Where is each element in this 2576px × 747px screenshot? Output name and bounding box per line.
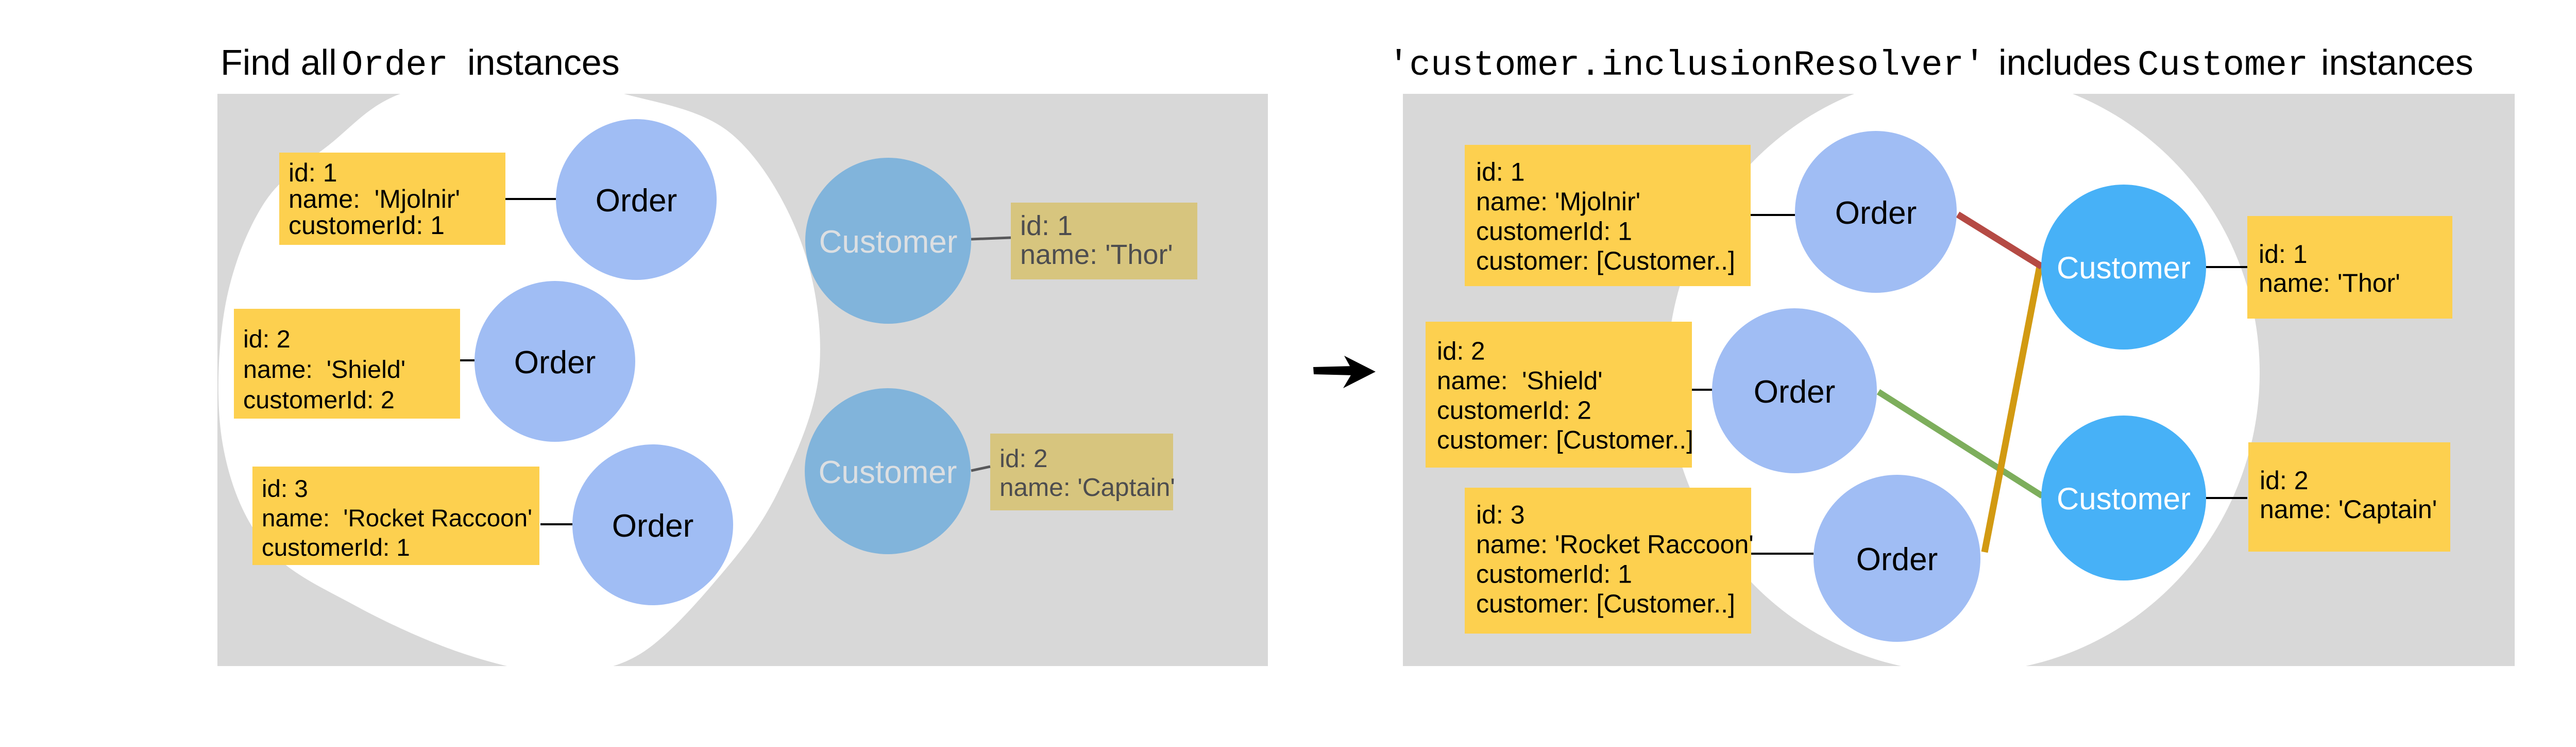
svg-text:name: 'Shield': name: 'Shield' <box>1437 367 1603 395</box>
svg-text:customerId: 1: customerId: 1 <box>1476 560 1632 589</box>
svg-text:Customer: Customer <box>2138 45 2308 86</box>
svg-text:Order: Order <box>514 345 596 380</box>
svg-text:Customer: Customer <box>819 224 958 260</box>
svg-text:customerId: 1: customerId: 1 <box>289 211 445 240</box>
svg-text:Order: Order <box>1835 195 1917 231</box>
svg-text:customer: [Customer..]: customer: [Customer..] <box>1476 589 1735 618</box>
svg-text:instances: instances <box>467 42 620 82</box>
svg-text:instances: instances <box>2321 42 2473 82</box>
svg-text:Customer: Customer <box>2057 251 2191 285</box>
svg-text:name: 'Captain': name: 'Captain' <box>2260 495 2437 524</box>
svg-text:id: 1: id: 1 <box>2259 240 2308 269</box>
svg-text:id: 2: id: 2 <box>999 444 1048 473</box>
svg-text:Order: Order <box>612 508 693 544</box>
svg-text:customerId: 1: customerId: 1 <box>1476 217 1632 246</box>
svg-text:name: 'Rocket Raccoon': name: 'Rocket Raccoon' <box>262 505 532 532</box>
svg-text:id: 3: id: 3 <box>1476 501 1525 529</box>
svg-text:customerId: 1: customerId: 1 <box>262 534 410 561</box>
svg-text:name: 'Thor': name: 'Thor' <box>2259 269 2400 297</box>
svg-text:id: 1: id: 1 <box>289 158 337 187</box>
svg-text:name: 'Mjolnir': name: 'Mjolnir' <box>1476 187 1640 216</box>
svg-text:Find all: Find all <box>221 42 337 82</box>
svg-text:customerId: 2: customerId: 2 <box>1437 396 1591 425</box>
svg-text:id: 2: id: 2 <box>2260 466 2309 495</box>
svg-text:Order: Order <box>1754 374 1835 410</box>
svg-text:Customer: Customer <box>2057 482 2191 516</box>
svg-text:id: 3: id: 3 <box>262 475 308 503</box>
svg-text:id: 1: id: 1 <box>1020 210 1073 241</box>
svg-text:customer: [Customer..]: customer: [Customer..] <box>1437 426 1693 454</box>
svg-text:customerId: 2: customerId: 2 <box>243 386 395 414</box>
svg-text:includes: includes <box>1998 42 2131 82</box>
svg-text:name: 'Shield': name: 'Shield' <box>243 356 405 384</box>
svg-text:id: 2: id: 2 <box>1437 337 1485 366</box>
svg-text:name: 'Rocket Raccoon': name: 'Rocket Raccoon' <box>1476 530 1754 559</box>
svg-text:id: 1: id: 1 <box>1476 158 1525 187</box>
svg-text:name: 'Mjolnir': name: 'Mjolnir' <box>289 185 460 213</box>
svg-text:id: 2: id: 2 <box>243 325 291 353</box>
svg-text:Customer: Customer <box>819 455 957 490</box>
svg-text:name: 'Thor': name: 'Thor' <box>1020 239 1173 270</box>
svg-text:Order: Order <box>596 183 677 219</box>
svg-text:customer: [Customer..]: customer: [Customer..] <box>1476 246 1735 275</box>
svg-text:'customer.inclusionResolver': 'customer.inclusionResolver' <box>1388 45 1985 86</box>
svg-text:name: 'Captain': name: 'Captain' <box>999 473 1175 502</box>
svg-text:Order: Order <box>342 45 448 86</box>
svg-text:Order: Order <box>1856 542 1938 577</box>
